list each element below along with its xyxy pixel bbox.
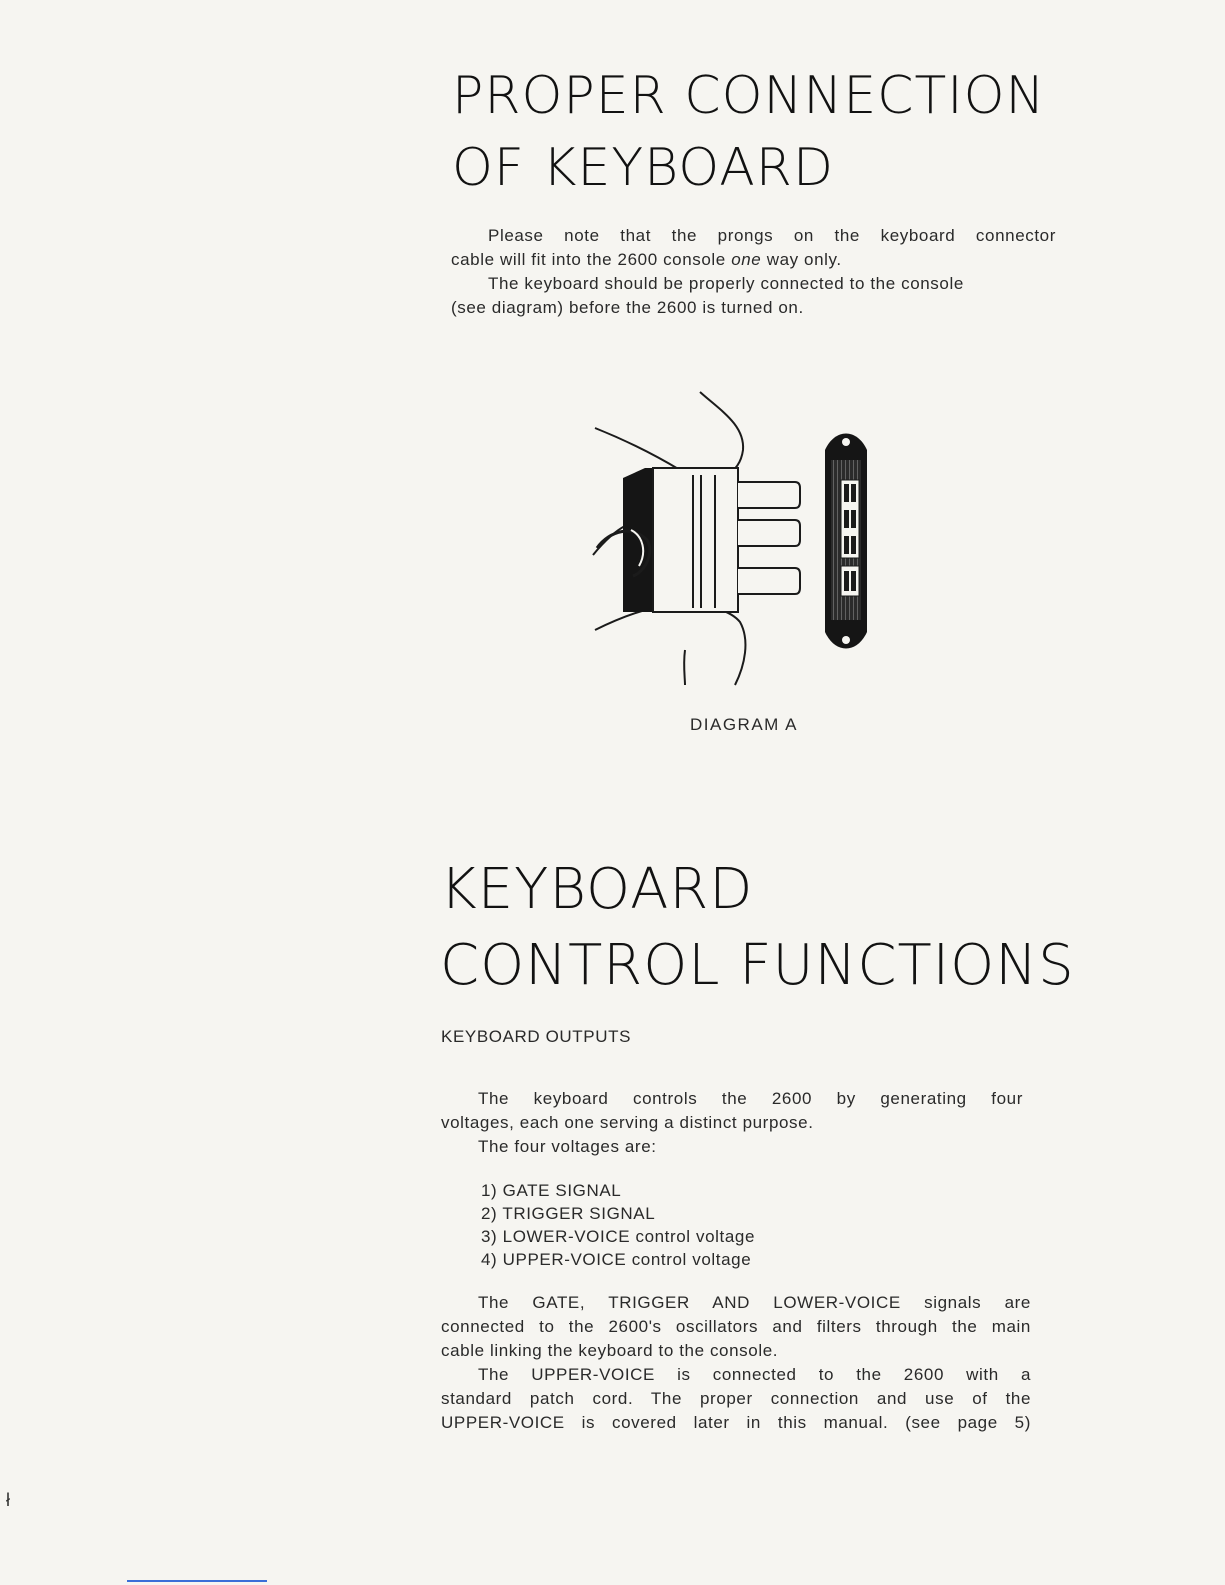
paragraph-line: connected to the 2600's oscillators and … (441, 1317, 1031, 1336)
paragraph-line: cable linking the keyboard to the consol… (441, 1341, 779, 1360)
section-heading-line2: OF KEYBOARD (452, 138, 834, 198)
paragraph-line: The four voltages are: (478, 1137, 657, 1156)
section-heading-line1: PROPER CONNECTION (452, 66, 1046, 126)
plug-body (595, 467, 739, 613)
signals-paragraph: The GATE, TRIGGER AND LOWER-VOICE signal… (441, 1291, 1031, 1435)
intro-text: way only. (761, 250, 842, 269)
console-socket (825, 433, 867, 649)
list-item: 4) UPPER-VOICE control voltage (481, 1250, 752, 1269)
diagram-caption: DIAGRAM A (690, 715, 798, 734)
subheading-keyboard-outputs: KEYBOARD OUTPUTS (441, 1027, 632, 1046)
emphasis-one: one (731, 250, 762, 269)
list-item: 1) GATE SIGNAL (481, 1181, 622, 1200)
paragraph-line: voltages, each one serving a distinct pu… (441, 1113, 814, 1132)
paragraph-line: The keyboard controls the 2600 by genera… (478, 1089, 1023, 1108)
intro-line: Please note that the prongs on the keybo… (488, 226, 1056, 245)
plug-prongs (738, 481, 801, 595)
intro-line: (see diagram) before the 2600 is turned … (451, 298, 804, 317)
section-heading-line1: KEYBOARD (440, 857, 754, 922)
intro-line: The keyboard should be properly connecte… (488, 274, 964, 293)
paragraph-line: The GATE, TRIGGER AND LOWER-VOICE signal… (478, 1293, 1031, 1312)
list-item: 3) LOWER-VOICE control voltage (481, 1227, 756, 1246)
section-heading-line2: CONTROL FUNCTIONS (440, 933, 1075, 998)
voltages-list: 1) GATE SIGNAL 2) TRIGGER SIGNAL 3) LOWE… (481, 1179, 755, 1271)
paragraph-line: standard patch cord. The proper connecti… (441, 1389, 1031, 1408)
paragraph-line: The UPPER-VOICE is connected to the 2600… (478, 1365, 1031, 1384)
outputs-paragraph: The keyboard controls the 2600 by genera… (441, 1087, 1023, 1159)
intro-text: cable will fit into the 2600 console (451, 250, 732, 269)
margin-mark: ł (6, 1490, 10, 1510)
scan-edge-line (127, 1580, 267, 1582)
intro-paragraph: Please note that the prongs on the keybo… (451, 224, 1056, 320)
connector-diagram (592, 391, 867, 686)
intro-line: cable will fit into the 2600 console one… (451, 248, 1056, 272)
list-item: 2) TRIGGER SIGNAL (481, 1204, 656, 1223)
paragraph-line: UPPER-VOICE is covered later in this man… (441, 1413, 1031, 1432)
